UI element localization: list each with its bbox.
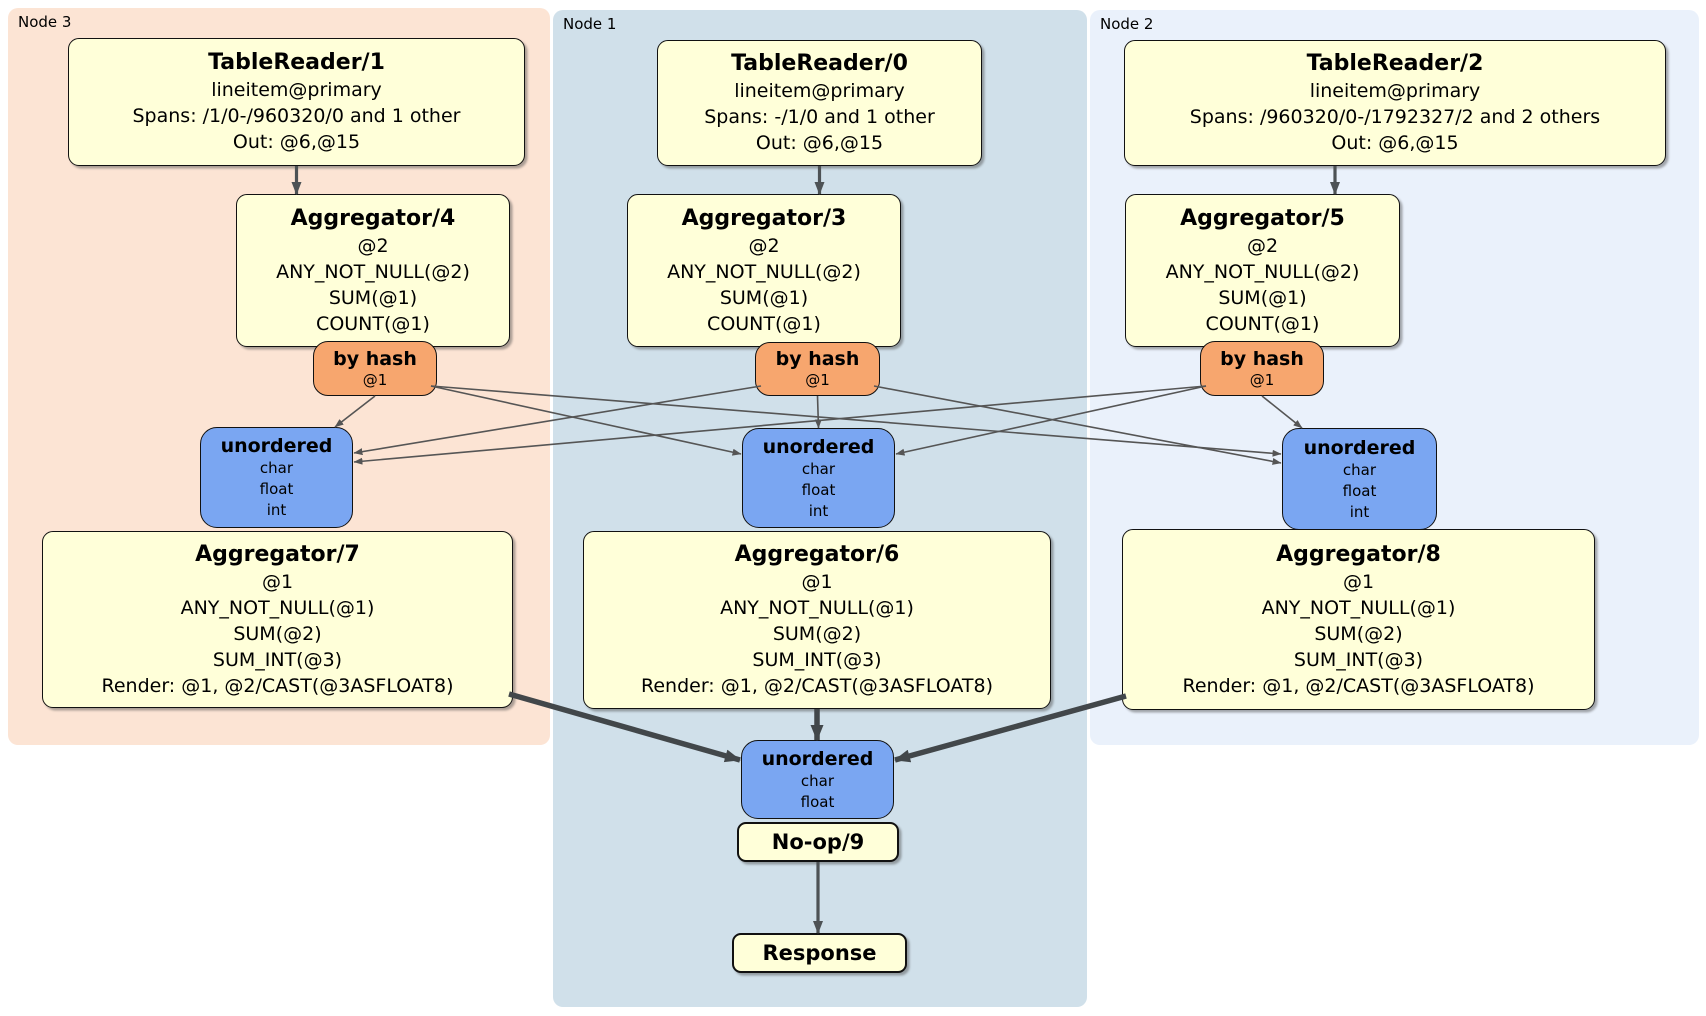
box-title: unordered: [762, 435, 875, 458]
box-title: Aggregator/8: [1276, 541, 1441, 567]
processor-noop-9: No-op/9: [737, 822, 899, 862]
response-box: Response: [732, 933, 907, 973]
box-title: unordered: [1303, 436, 1416, 459]
box-title: unordered: [220, 435, 333, 457]
node2-label: Node 2: [1100, 15, 1154, 33]
node3-label: Node 3: [18, 13, 72, 31]
box-title: by hash: [333, 347, 417, 370]
box-title: Response: [762, 941, 877, 965]
router-by-hash-node2: by hash @1: [1200, 341, 1324, 396]
box-lines: @1: [1249, 370, 1275, 389]
box-title: Aggregator/6: [734, 542, 900, 567]
router-by-hash-node3: by hash @1: [313, 341, 437, 396]
box-title: Aggregator/4: [290, 205, 456, 231]
router-by-hash-node1: by hash @1: [755, 342, 880, 396]
box-title: Aggregator/7: [195, 541, 360, 567]
box-lines: @1: [805, 371, 830, 389]
box-title: unordered: [761, 747, 874, 770]
box-title: Aggregator/3: [681, 205, 847, 231]
box-title: No-op/9: [771, 830, 865, 854]
node1-label: Node 1: [563, 15, 617, 33]
box-title: Aggregator/5: [1180, 205, 1345, 231]
box-title: by hash: [1220, 347, 1304, 370]
box-lines: @1: [362, 370, 388, 389]
box-title: TableReader/2: [1306, 51, 1484, 76]
box-title: by hash: [775, 348, 860, 370]
box-title: TableReader/1: [208, 50, 385, 75]
box-title: TableReader/0: [731, 51, 908, 76]
